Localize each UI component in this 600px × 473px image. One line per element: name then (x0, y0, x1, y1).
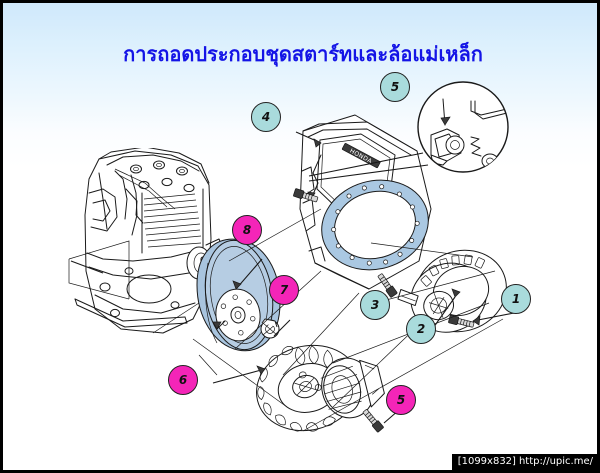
watermark-bar: [1099x832]http://upic.me/ (451, 454, 597, 470)
callout-4[interactable]: 4 (251, 102, 281, 132)
watermark-url: http://upic.me/ (518, 456, 593, 467)
cooling-fan-impeller (256, 344, 385, 432)
callout-7[interactable]: 7 (269, 275, 299, 305)
callout-6[interactable]: 6 (168, 365, 198, 395)
bolt-item-5 (362, 409, 384, 433)
callout-8[interactable]: 8 (232, 215, 262, 245)
callout-arrowheads (232, 138, 481, 375)
watermark-dimensions: [1099x832] (457, 456, 516, 467)
callout-3[interactable]: 3 (360, 290, 390, 320)
fan-shroud-cover: HONDA (299, 114, 432, 290)
callout-2[interactable]: 2 (406, 314, 436, 344)
callout-1[interactable]: 1 (501, 284, 531, 314)
engine-block-drawing (74, 148, 223, 334)
callout-5-bottom[interactable]: 5 (386, 385, 416, 415)
bolt-item-3 (377, 273, 398, 298)
callout-5-top[interactable]: 5 (380, 72, 410, 102)
recoil-starter-assembly (397, 249, 507, 333)
page-title: การถอดประกอบชุดสตาร์ทและล้อแม่เหล็ก (123, 42, 483, 66)
bolt-shroud-left (293, 188, 319, 203)
parts-diagram-illustration: .ln { fill:none; stroke:#1a1a1a; stroke-… (68, 81, 515, 433)
magnified-detail-bubble (308, 81, 509, 182)
